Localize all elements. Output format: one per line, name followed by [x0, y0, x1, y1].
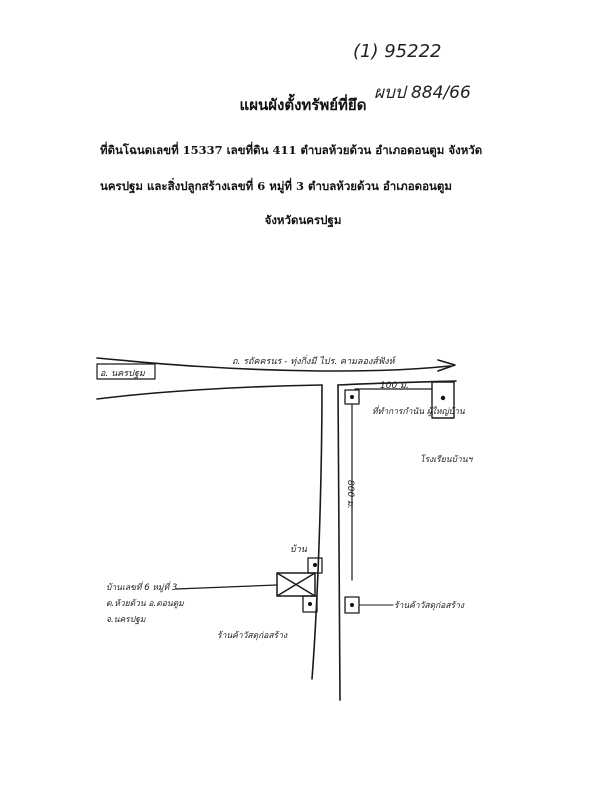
- description-line-1: ที่ดินโฉนดเลขที่ 15337 เลขที่ดิน 411 ตำบ…: [100, 141, 482, 158]
- office-marker: [344, 389, 360, 405]
- description-line-3: จังหวัดนครปฐม: [265, 213, 342, 228]
- road-arrow-icon: [437, 359, 456, 372]
- building-right-label: โรงเรียนบ้านฯ: [420, 454, 474, 465]
- shop-bottom-marker: [302, 595, 318, 613]
- house-label: บ้าน: [290, 544, 308, 555]
- left-label: อ. นครปฐม: [100, 369, 146, 379]
- ref-number-2: ผบป 884/66: [374, 83, 471, 103]
- property-label-line-1: บ้านเลขที่ 6 หมู่ที่ 3: [106, 581, 177, 593]
- building-right-dot: [440, 395, 446, 401]
- property-label-line-3: จ.นครปฐม: [106, 615, 146, 625]
- shop-right-label: ร้านค้าวัสดุก่อสร้าง: [394, 600, 465, 611]
- house-marker-dot: [313, 563, 317, 567]
- description-line-2: นครปฐม และสิ่งปลูกสร้างเลขที่ 6 หมู่ที่ …: [100, 177, 452, 194]
- main-road-lower-edge-left: [96, 384, 323, 400]
- map-drawing: อ. นครปฐม ถ. รถัคครนร - ทุ่งกิ่งมี ไปร. …: [96, 354, 474, 701]
- building-right-marker: [431, 381, 455, 419]
- road-label: ถ. รถัคครนร - ทุ่งกิ่งมี ไปร. คามลองส์ฟั…: [232, 354, 397, 367]
- side-road-left-edge: [311, 384, 323, 680]
- property-pointer-line: [175, 584, 278, 590]
- shop-bottom-marker-dot: [308, 602, 312, 606]
- ref-number-1: (1) 95222: [353, 41, 441, 62]
- distance-top-label: 100 ม.: [380, 381, 409, 391]
- left-label-box: [96, 363, 156, 380]
- office-marker-dot: [350, 395, 354, 399]
- seized-property-cross-icon: [276, 572, 316, 597]
- office-label: ที่ทำการกำนัน ผู้ใหญ่บ้าน: [372, 405, 465, 417]
- main-road-upper-edge: [96, 357, 451, 372]
- side-road-right-edge: [337, 384, 341, 701]
- property-label-line-2: ต.ห้วยด้วน อ.ดอนตูม: [106, 598, 184, 609]
- distance-vertical-label: 800 ม.: [345, 480, 355, 509]
- shop-bottom-label: ร้านค้าวัสดุก่อสร้าง: [217, 630, 288, 641]
- shop-right-marker-dot: [350, 603, 354, 607]
- page-title: แผนผังตั้งทรัพย์ที่ยึด: [240, 93, 367, 114]
